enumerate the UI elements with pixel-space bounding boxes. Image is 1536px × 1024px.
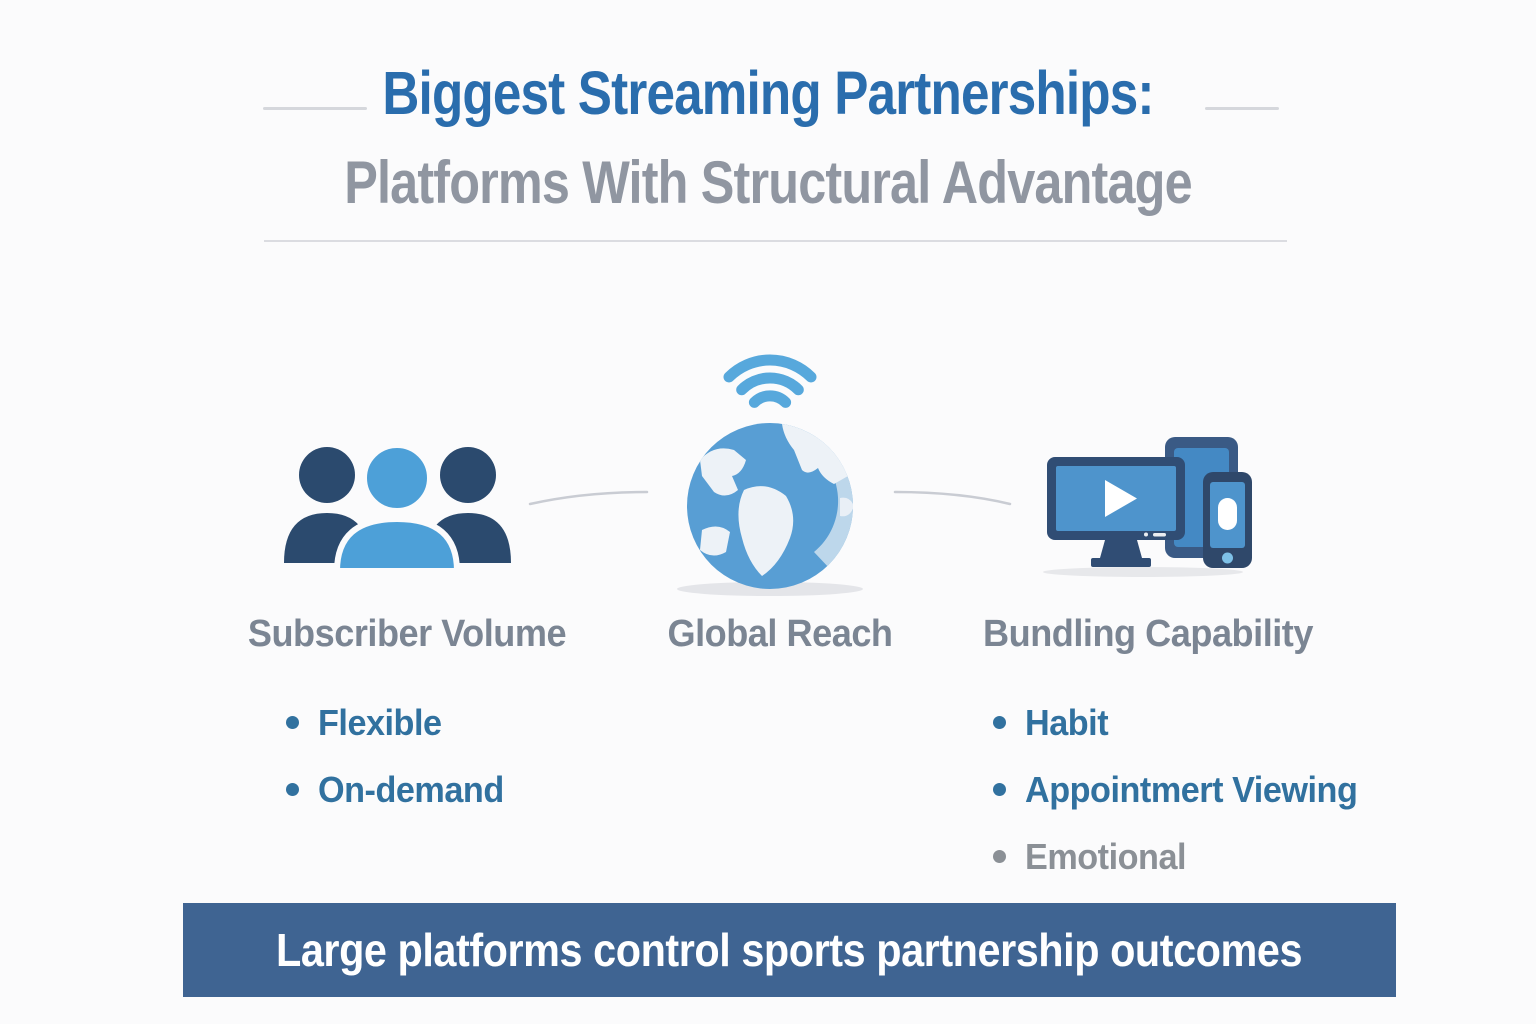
bullet-label: Emotional — [1025, 835, 1187, 877]
list-item: Emotional — [993, 836, 1375, 877]
play-icon — [1105, 480, 1137, 517]
bullet-label: Appointmert Viewing — [1025, 768, 1358, 810]
column-label-global-reach: Global Reach — [667, 613, 893, 655]
list-item: Flexible — [286, 702, 514, 743]
bullet-dot — [993, 716, 1006, 729]
bullet-label: Habit — [1025, 701, 1109, 743]
connector-lines — [528, 490, 1012, 506]
subscriber-volume-bullets: Flexible On-demand — [286, 702, 514, 836]
globe-wifi-icon — [677, 354, 863, 596]
bullet-dot — [993, 850, 1006, 863]
list-item: On-demand — [286, 769, 514, 810]
people-group-icon — [284, 443, 511, 573]
tv-icon — [1047, 457, 1185, 567]
page-title: Biggest Streaming Partnerships: — [382, 59, 1154, 127]
wifi-signal-icon — [723, 354, 817, 408]
bullet-label: On-demand — [318, 768, 504, 810]
bullet-dot — [993, 783, 1006, 796]
bullet-dot — [286, 716, 299, 729]
column-label-bundling-capability: Bundling Capability — [983, 613, 1313, 655]
header-divider — [264, 240, 1287, 242]
phone-icon — [1203, 472, 1252, 568]
devices-icon — [1043, 437, 1252, 577]
title-left-dash — [263, 107, 367, 110]
bullet-dot — [286, 783, 299, 796]
page-subtitle: Platforms With Structural Advantage — [344, 149, 1192, 216]
list-item: Appointmert Viewing — [993, 769, 1375, 810]
title-right-dash — [1205, 107, 1279, 110]
conclusion-banner-text: Large platforms control sports partnersh… — [276, 924, 1303, 976]
list-item: Habit — [993, 702, 1375, 743]
bundling-capability-bullets: Habit Appointmert Viewing Emotional — [993, 702, 1375, 903]
column-label-subscriber-volume: Subscriber Volume — [247, 613, 567, 655]
conclusion-banner: Large platforms control sports partnersh… — [183, 903, 1396, 997]
bullet-label: Flexible — [318, 701, 442, 743]
